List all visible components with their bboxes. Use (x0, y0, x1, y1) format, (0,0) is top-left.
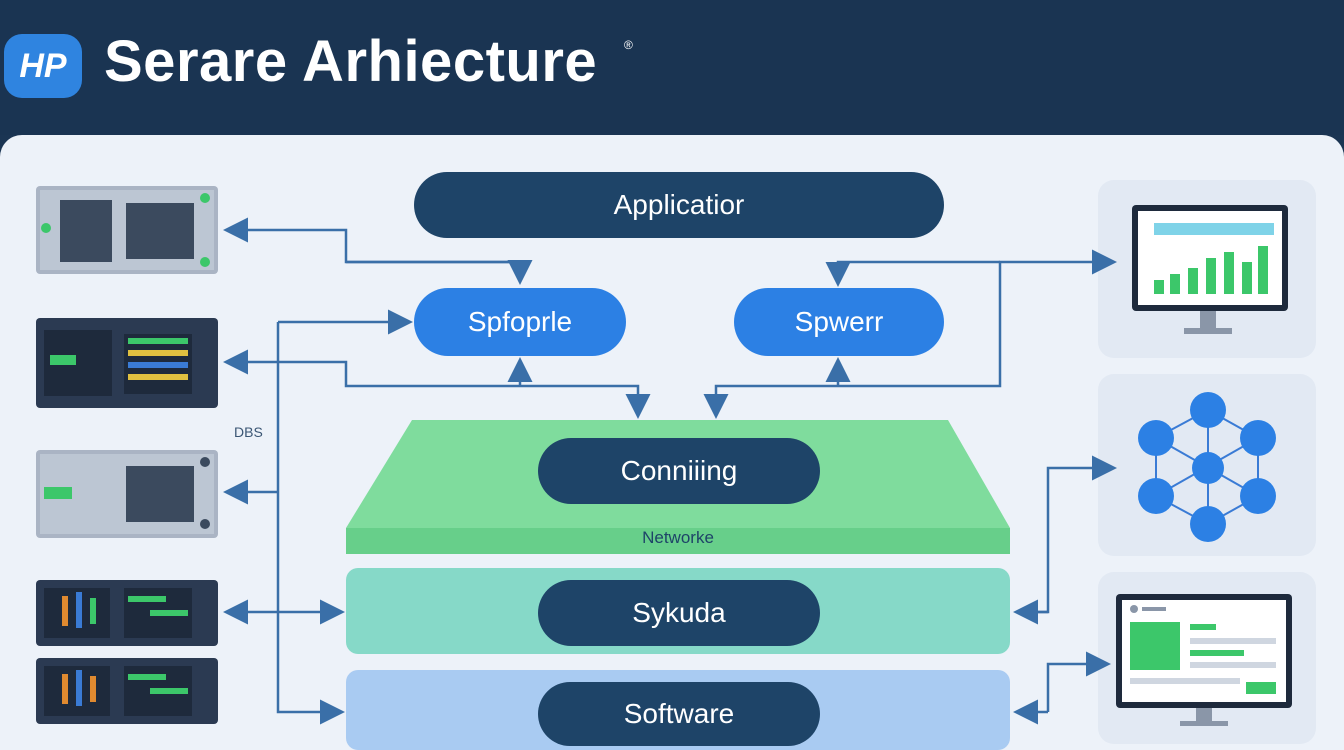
right-service-node: Spwerr (734, 288, 944, 356)
application-node: Applicatior (414, 172, 944, 238)
software-box: Software (538, 682, 820, 746)
server-rack-icon (36, 580, 218, 646)
left-service-node: Spfoprle (414, 288, 626, 356)
server-rack-icon (36, 186, 218, 274)
network-box: Conniiing (538, 438, 820, 504)
network-hub-icon (1138, 392, 1276, 542)
sykuda-box: Sykuda (538, 580, 820, 646)
server-rack-icon (36, 450, 218, 538)
dbs-label: DBS (234, 424, 263, 440)
registered-mark: ® (624, 38, 633, 52)
network-label: Networke (642, 528, 714, 547)
header: HP Serare Arhiecture ® (0, 0, 1344, 135)
page-title: Serare Arhiecture (104, 29, 598, 94)
server-rack-icon (36, 318, 218, 408)
monitor-chart-icon (1132, 205, 1288, 334)
monitor-dashboard-icon (1116, 594, 1292, 726)
server-rack-icon (36, 658, 218, 724)
logo-icon: HP (4, 34, 82, 98)
